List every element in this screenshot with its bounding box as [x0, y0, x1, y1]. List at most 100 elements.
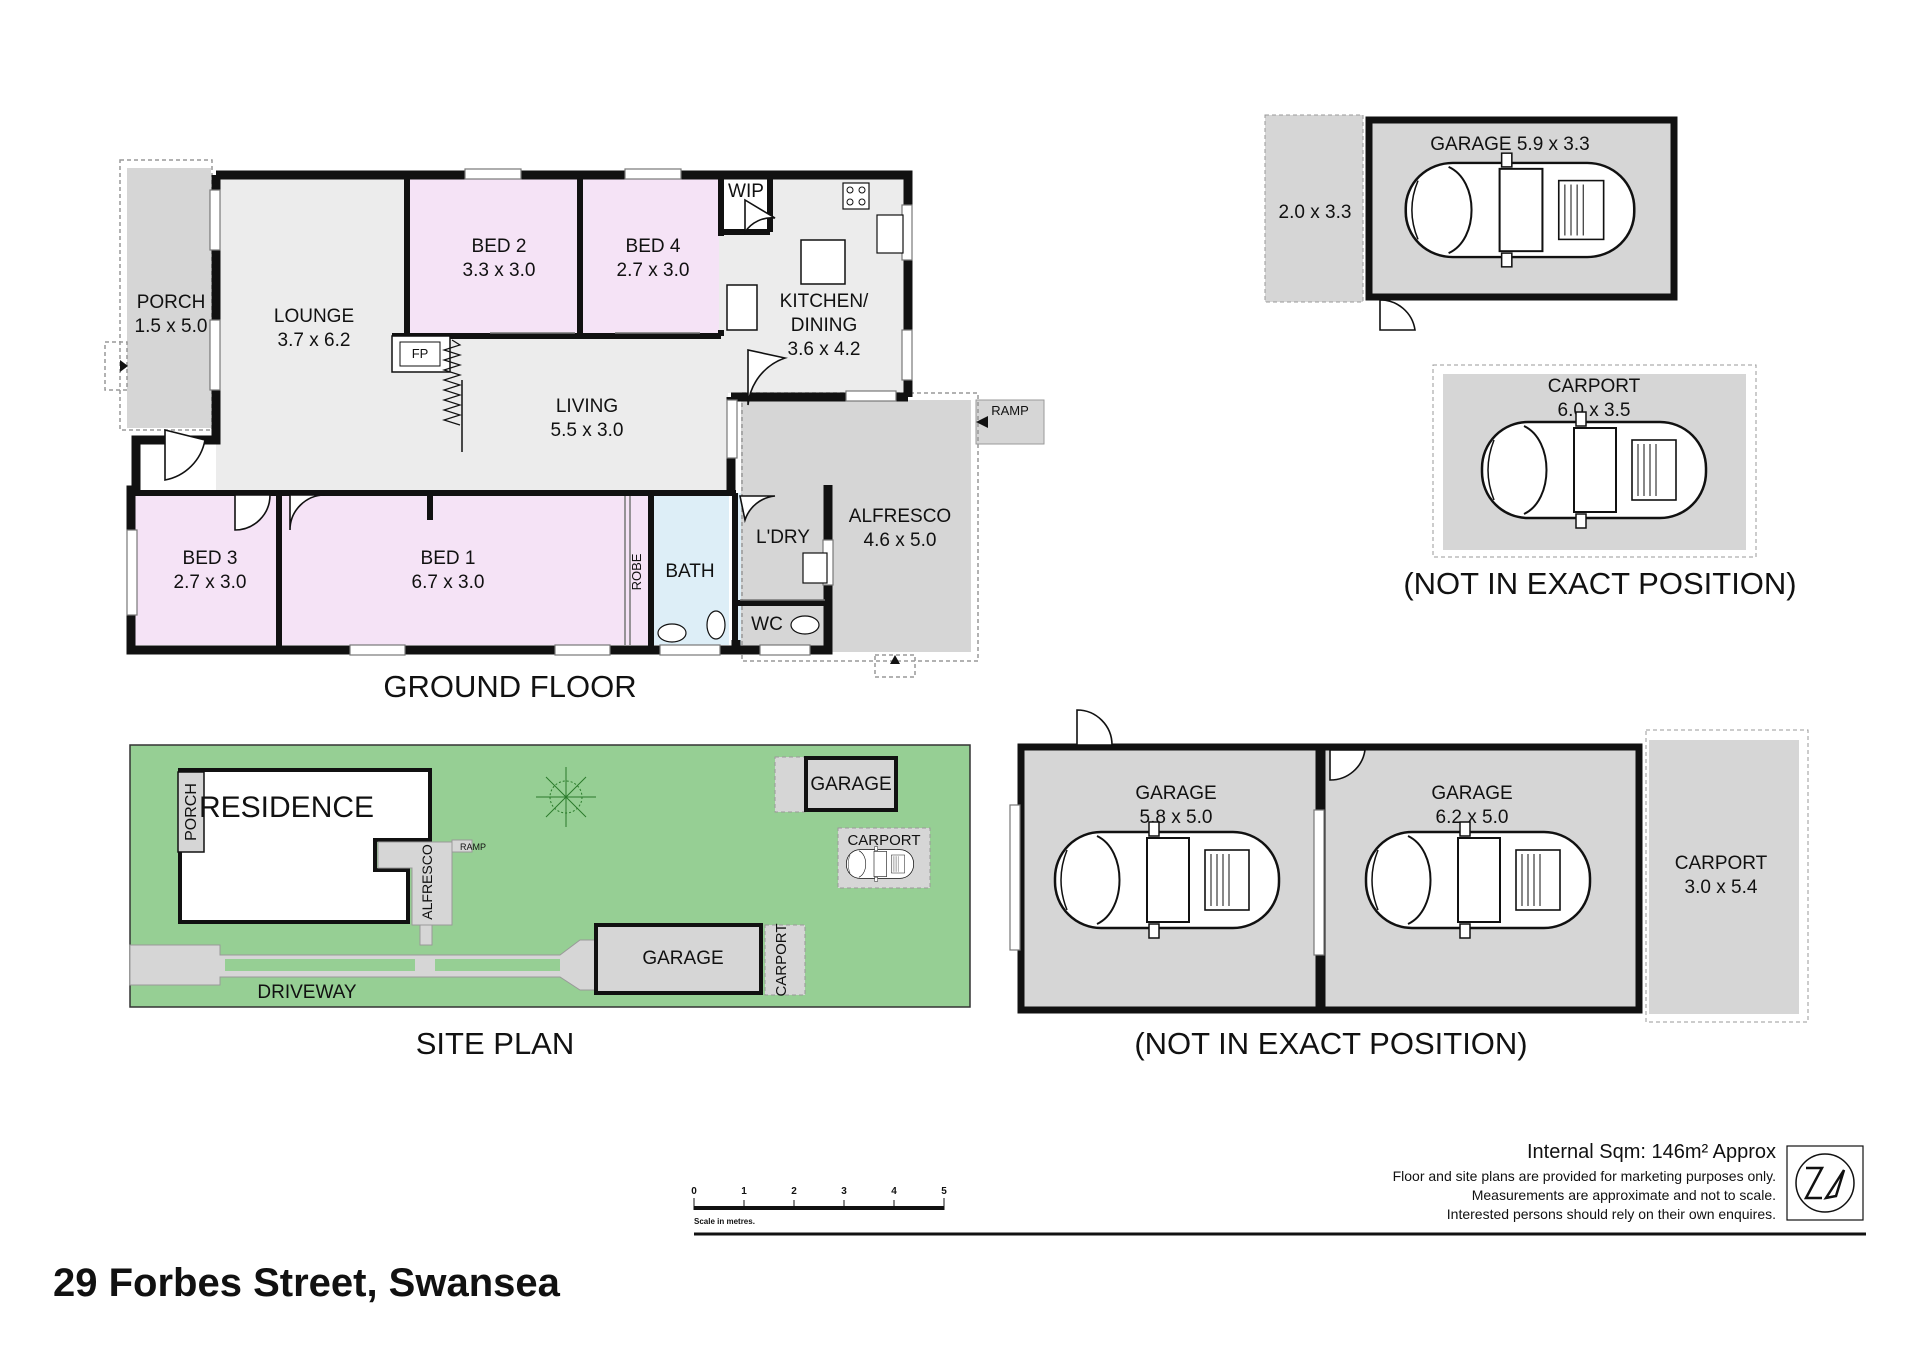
car-icon	[1480, 410, 1708, 530]
site-garage-top-label: GARAGE	[810, 774, 891, 795]
basin-icon	[657, 623, 687, 643]
site-garage-bottom	[594, 923, 763, 995]
carport-b-outline	[1645, 729, 1809, 1023]
bed3-size: 2.7 x 3.0	[174, 572, 247, 593]
alfresco-step-outline	[874, 654, 916, 678]
alfresco-label: ALFRESCO	[849, 506, 951, 527]
window	[624, 168, 682, 180]
door-swing-icon	[234, 494, 271, 531]
scale-bar: 0 1 2 3 4 5 Scale in metres.	[691, 1186, 947, 1226]
sink-icon	[876, 214, 904, 254]
site-ramp-label: RAMP	[460, 842, 486, 852]
door-swing-icon	[289, 494, 326, 531]
door-swing-icon	[1329, 749, 1366, 781]
ground-floor-plan: PORCH 1.5 x 5.0 LOUNGE 3.7 x 6.2 BED 2 3…	[104, 159, 1045, 704]
site-garage-top-apron	[774, 756, 806, 813]
door-swing-icon	[739, 495, 776, 524]
carport-b-size: 3.0 x 5.4	[1685, 877, 1758, 898]
disclaimer-line-1: Floor and site plans are provided for ma…	[1393, 1168, 1776, 1184]
bath-label: BATH	[665, 561, 714, 582]
disclaimer-line-3: Interested persons should rely on their …	[1447, 1206, 1776, 1222]
window	[209, 319, 221, 391]
site-carport-side	[764, 924, 806, 996]
window	[726, 399, 738, 459]
living-size: 5.5 x 3.0	[551, 420, 624, 441]
site-garage-top	[804, 756, 898, 812]
car-icon	[1404, 151, 1636, 269]
scale-label: Scale in metres.	[694, 1217, 755, 1226]
lounge-size: 3.7 x 6.2	[278, 330, 351, 351]
door-swing-icon	[747, 349, 788, 406]
site-porch	[177, 771, 205, 853]
kitchen-label: KITCHEN/	[780, 291, 869, 312]
bed4-area	[582, 178, 719, 333]
outbuildings-bottom: GARAGE 5.8 x 5.0 GARAGE 6.2 x 5.0 CARPOR…	[1009, 709, 1809, 1061]
scale-tick-label: 3	[841, 1186, 847, 1197]
porch-size: 1.5 x 5.0	[135, 316, 208, 337]
window	[349, 644, 406, 656]
carport-b-label: CARPORT	[1675, 853, 1768, 874]
carport-a-size: 6.0 x 3.5	[1558, 400, 1631, 421]
toilet-icon	[706, 610, 726, 640]
site-garage-bottom-label: GARAGE	[642, 948, 723, 969]
door-swing-icon	[744, 198, 776, 235]
carport-a-label: CARPORT	[1548, 376, 1641, 397]
entry-arrow-icon	[890, 655, 900, 664]
bed1-area	[282, 493, 650, 645]
bed2-area	[407, 178, 579, 333]
door-swing-icon	[164, 428, 206, 481]
fp-label: FP	[412, 346, 429, 361]
address-title: 29 Forbes Street, Swansea	[53, 1261, 561, 1305]
residence-building	[178, 768, 432, 924]
footer: 0 1 2 3 4 5 Scale in metres. Internal Sq…	[53, 1141, 1866, 1305]
lounge-label: LOUNGE	[274, 306, 354, 327]
car-icon	[1053, 820, 1281, 940]
outbuildings-top: 2.0 x 3.3 GARAGE 5.9 x 3.3 CARPORT 6.0 x…	[1264, 114, 1797, 601]
garage-a-annex	[1264, 114, 1364, 303]
bed2-label: BED 2	[472, 236, 527, 257]
scale-tick-label: 4	[891, 1186, 897, 1197]
note-top: (NOT IN EXACT POSITION)	[1403, 566, 1796, 601]
window	[464, 168, 522, 180]
dining-label: DINING	[791, 315, 858, 336]
garage-b-label: GARAGE	[1135, 783, 1216, 804]
robe-label: ROBE	[629, 553, 644, 590]
stove-icon	[842, 182, 870, 210]
window	[1009, 804, 1021, 951]
site-plan: RESIDENCE PORCH ALFRESCO RAMP GARAGE CAR…	[129, 744, 971, 1061]
window	[659, 644, 721, 656]
toilet-icon	[790, 615, 820, 635]
north-arrow-icon	[1786, 1145, 1864, 1221]
laundry-label: L'DRY	[756, 527, 810, 548]
tub-sink-icon	[802, 552, 828, 584]
alfresco-size: 4.6 x 5.0	[864, 530, 937, 551]
site-porch-label: PORCH	[183, 783, 200, 841]
stairs-icon	[441, 339, 463, 426]
window	[759, 644, 811, 656]
compass-rose-icon	[536, 767, 596, 827]
site-plan-title: SITE PLAN	[416, 1026, 575, 1061]
bed4-size: 2.7 x 3.0	[617, 260, 690, 281]
bed2-size: 3.3 x 3.0	[463, 260, 536, 281]
scale-tick-label: 0	[691, 1186, 697, 1197]
site-alfresco-label: ALFRESCO	[419, 844, 435, 920]
entry-arrow-icon	[120, 360, 128, 372]
porch-label: PORCH	[137, 292, 206, 313]
ramp-label: RAMP	[991, 403, 1029, 418]
window	[209, 189, 221, 251]
carport-b	[1649, 740, 1799, 1014]
car-icon	[846, 846, 914, 882]
wip-label: WIP	[728, 181, 764, 202]
bed1-label: BED 1	[421, 548, 476, 569]
disclaimer-line-2: Measurements are approximate and not to …	[1472, 1187, 1776, 1203]
wc-label: WC	[751, 614, 783, 635]
window	[126, 529, 138, 616]
door-swing-icon	[1379, 299, 1416, 331]
garage-c-size: 6.2 x 5.0	[1436, 807, 1509, 828]
residence-label: RESIDENCE	[199, 791, 374, 824]
alfresco-area	[741, 400, 971, 652]
kitchen-size: 3.6 x 4.2	[788, 339, 861, 360]
bed3-label: BED 3	[183, 548, 238, 569]
scale-tick-label: 5	[941, 1186, 947, 1197]
